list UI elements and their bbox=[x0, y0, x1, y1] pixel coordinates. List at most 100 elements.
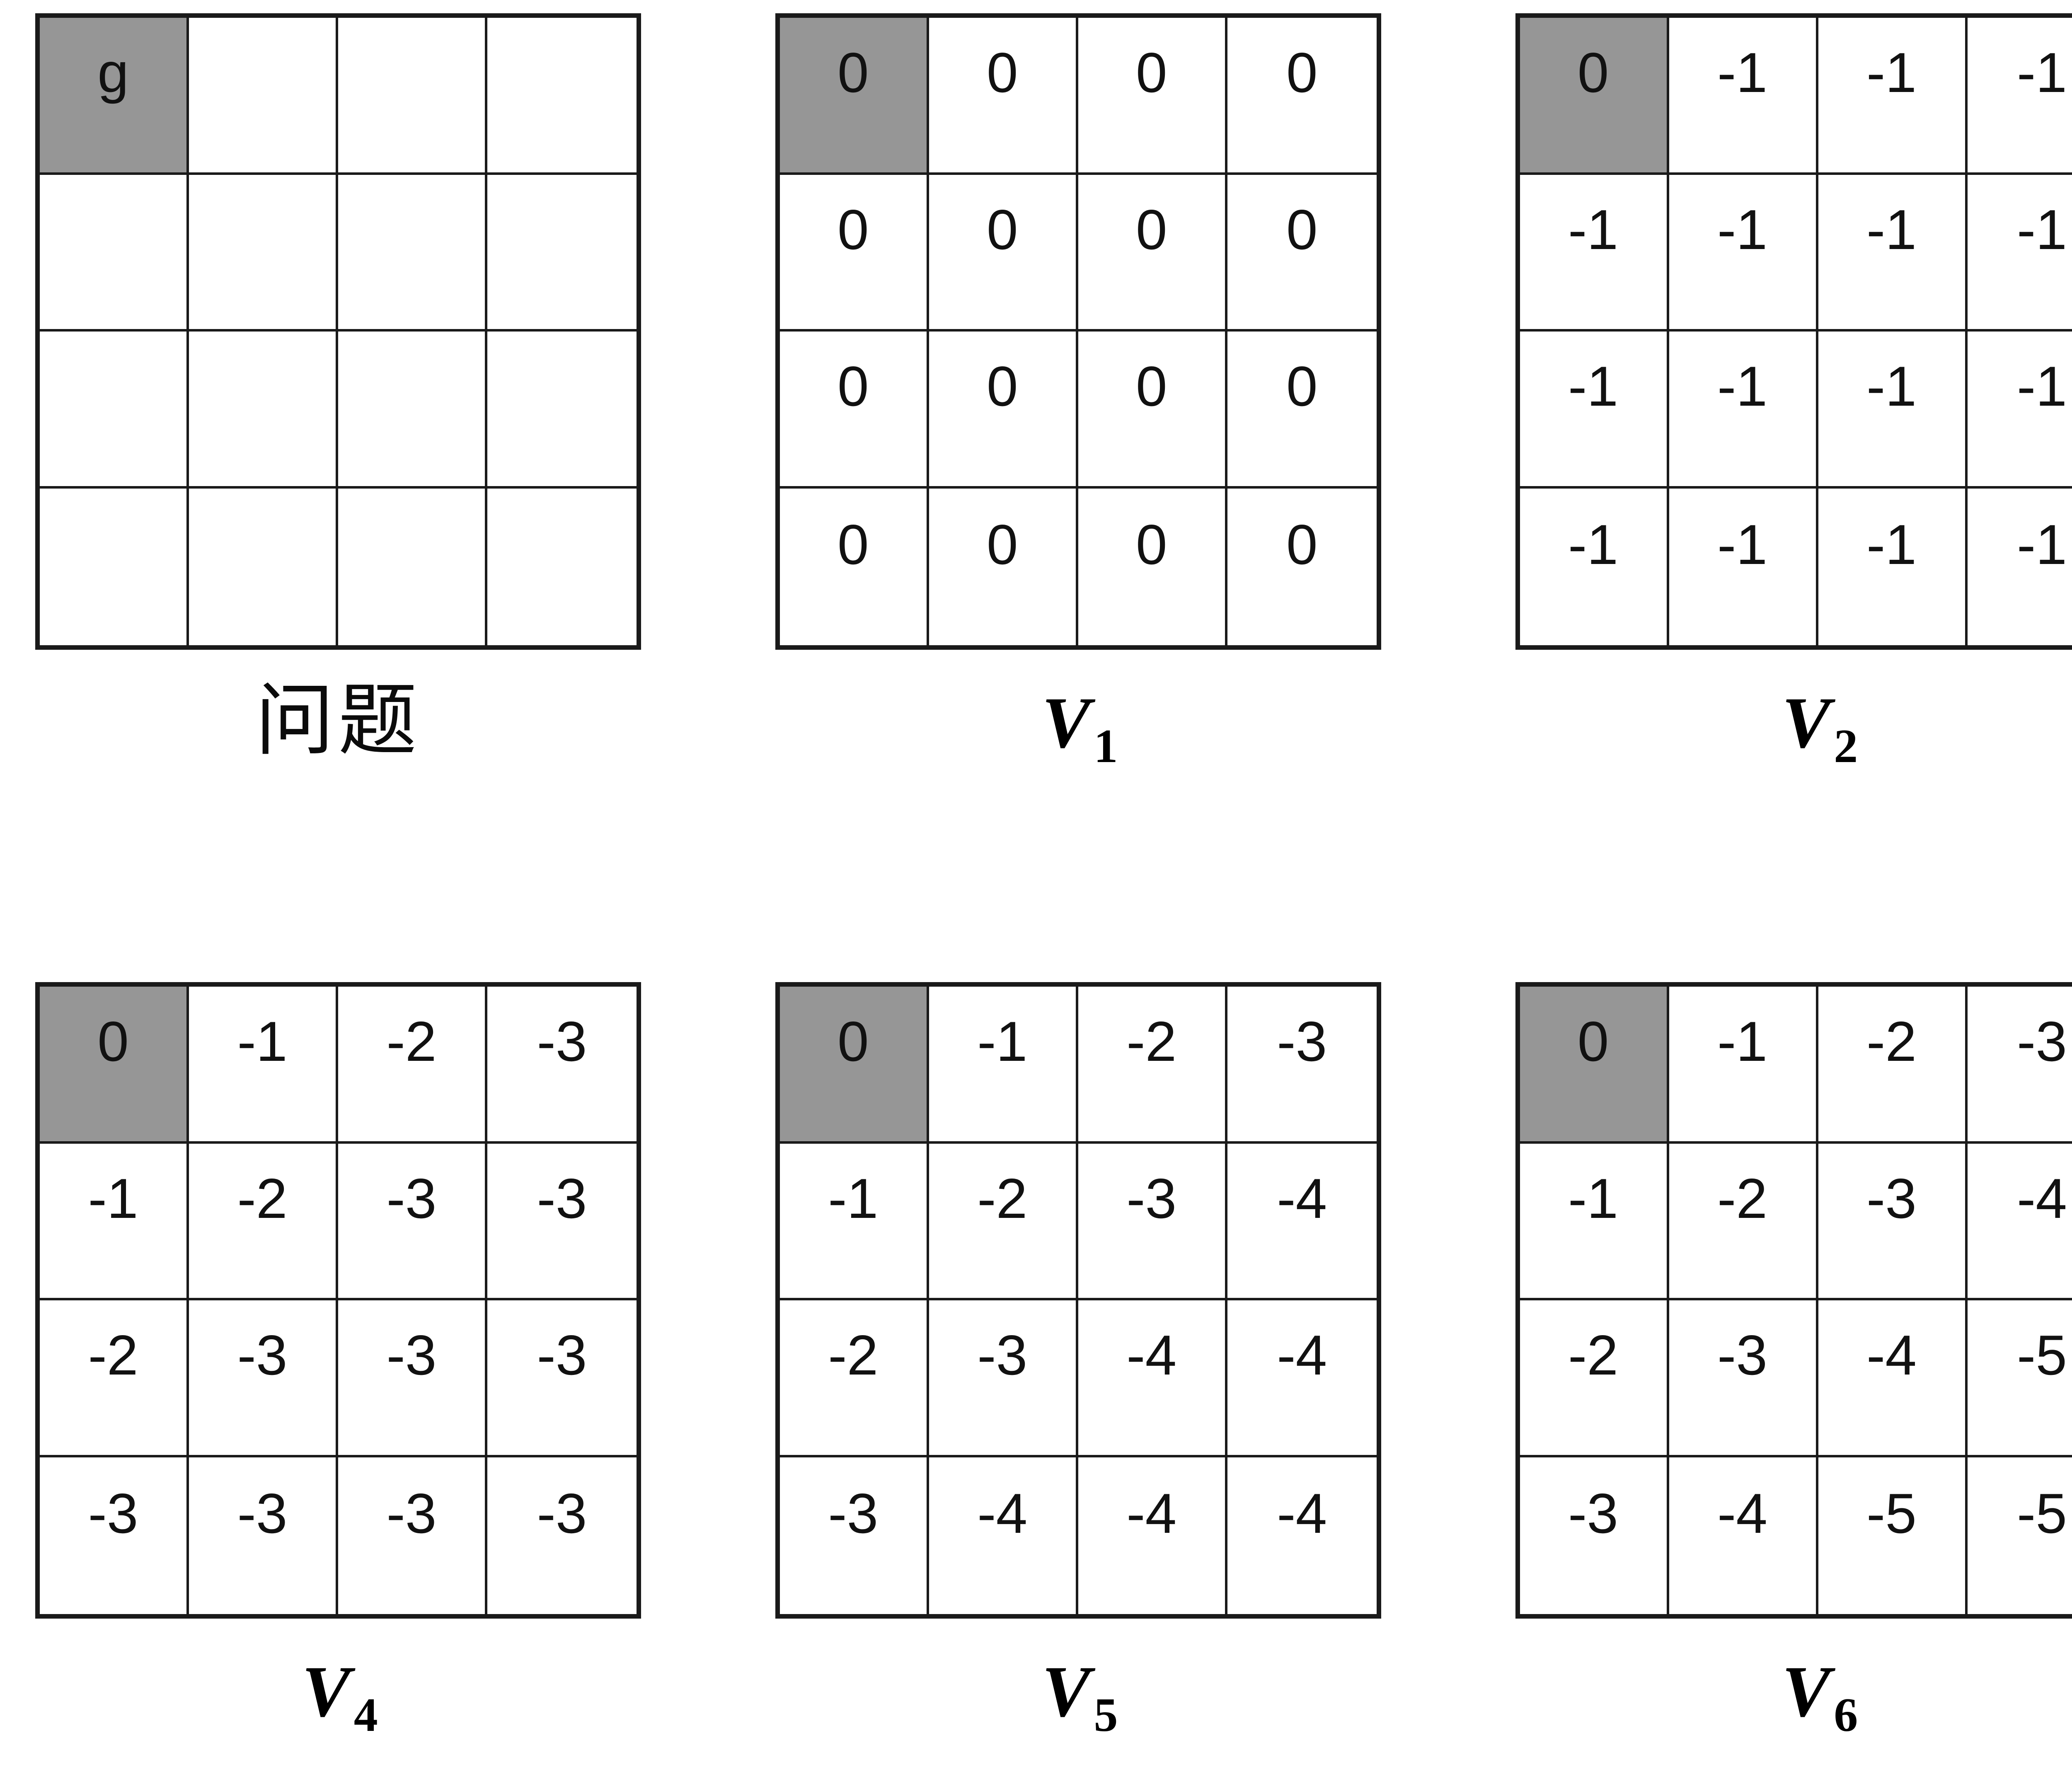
grid-cell: 0 bbox=[1227, 332, 1377, 489]
grid-cell: -5 bbox=[1967, 1300, 2072, 1457]
caption-base: V bbox=[1782, 1651, 1831, 1732]
grid-cell: -1 bbox=[1520, 488, 1669, 645]
grid-cell: -5 bbox=[1818, 1457, 1968, 1614]
grid-cell bbox=[189, 174, 338, 332]
grid-cell: -3 bbox=[1078, 1143, 1227, 1300]
value-grid: g bbox=[35, 13, 641, 650]
caption-symbol: V1 bbox=[1042, 681, 1118, 773]
grid-caption: V4 bbox=[35, 1650, 641, 1758]
grid-cell: -3 bbox=[487, 1143, 637, 1300]
grid-cell: 0 bbox=[779, 488, 929, 645]
grid-cell bbox=[338, 332, 487, 489]
grid-cell: -3 bbox=[338, 1300, 487, 1457]
caption-symbol: V4 bbox=[302, 1650, 378, 1742]
value-grid: 0-1-2-3-1-2-3-4-2-3-4-5-3-4-5-5 bbox=[1515, 982, 2072, 1619]
caption-subscript: 6 bbox=[1834, 1689, 1858, 1742]
grid-cell: 0 bbox=[1078, 174, 1227, 332]
grid-cell: -3 bbox=[487, 1457, 637, 1614]
caption-subscript: 1 bbox=[1094, 720, 1118, 773]
grid-cell: -2 bbox=[40, 1300, 189, 1457]
terminal-cell: g bbox=[40, 18, 189, 175]
grid-cell: -2 bbox=[1818, 987, 1968, 1144]
grid-cell: -2 bbox=[1078, 987, 1227, 1144]
grid-cell bbox=[487, 332, 637, 489]
caption-symbol: V5 bbox=[1042, 1650, 1118, 1742]
grid-cell: -1 bbox=[1669, 987, 1818, 1144]
grid-cell bbox=[338, 174, 487, 332]
grid-cell: -3 bbox=[1967, 987, 2072, 1144]
grid-caption: 问题 bbox=[35, 681, 641, 789]
grid-cell: -1 bbox=[1669, 18, 1818, 175]
terminal-cell: 0 bbox=[1520, 18, 1669, 175]
caption-base: V bbox=[1782, 682, 1831, 763]
grid-cell: 0 bbox=[1227, 18, 1377, 175]
grid-cell: -1 bbox=[1818, 332, 1968, 489]
caption-base: V bbox=[1042, 682, 1091, 763]
grid-cell: 0 bbox=[929, 488, 1078, 645]
grid-cell: -2 bbox=[338, 987, 487, 1144]
grid-cell: -1 bbox=[189, 987, 338, 1144]
grid-cell bbox=[487, 488, 637, 645]
grid-cell: -1 bbox=[1967, 18, 2072, 175]
grid-panel: g 问题 bbox=[0, 13, 764, 789]
terminal-cell: 0 bbox=[1520, 987, 1669, 1144]
terminal-cell: 0 bbox=[779, 987, 929, 1144]
grid-cell: -1 bbox=[1967, 488, 2072, 645]
grid-cell: -2 bbox=[929, 1143, 1078, 1300]
grid-cell: -1 bbox=[929, 987, 1078, 1144]
grid-cell: -4 bbox=[1227, 1300, 1377, 1457]
grid-cell: -5 bbox=[1967, 1457, 2072, 1614]
caption-base: V bbox=[302, 1651, 351, 1732]
terminal-cell: 0 bbox=[779, 18, 929, 175]
grid-cell: -3 bbox=[487, 1300, 637, 1457]
grid-cell bbox=[487, 174, 637, 332]
grid-cell bbox=[189, 18, 338, 175]
caption-subscript: 2 bbox=[1834, 720, 1858, 773]
grid-cell: -3 bbox=[1227, 987, 1377, 1144]
grid-cell bbox=[40, 174, 189, 332]
caption-symbol: V2 bbox=[1782, 681, 1858, 773]
grid-cell: -3 bbox=[1669, 1300, 1818, 1457]
grid-cell: -1 bbox=[1669, 332, 1818, 489]
grid-cell: -1 bbox=[1818, 174, 1968, 332]
grid-cell bbox=[338, 18, 487, 175]
grid-cell bbox=[487, 18, 637, 175]
grid-cell: -2 bbox=[189, 1143, 338, 1300]
grid-cell: -3 bbox=[487, 987, 637, 1144]
grid-caption: V6 bbox=[1515, 1650, 2072, 1758]
grid-cell: -3 bbox=[1520, 1457, 1669, 1614]
grid-cell: -3 bbox=[338, 1457, 487, 1614]
grid-cell: -4 bbox=[1227, 1457, 1377, 1614]
grid-cell: -3 bbox=[779, 1457, 929, 1614]
grid-cell bbox=[189, 488, 338, 645]
value-grid: 0-1-2-3-1-2-3-3-2-3-3-3-3-3-3-3 bbox=[35, 982, 641, 1619]
grid-cell: 0 bbox=[1078, 18, 1227, 175]
grid-cell: -4 bbox=[1227, 1143, 1377, 1300]
terminal-cell: 0 bbox=[40, 987, 189, 1144]
grid-cell: 0 bbox=[1078, 332, 1227, 489]
grid-cell: -1 bbox=[1520, 332, 1669, 489]
value-grid: 0-1-2-3-1-2-3-4-2-3-4-4-3-4-4-4 bbox=[775, 982, 1381, 1619]
grid-cell: 0 bbox=[779, 332, 929, 489]
grid-cell bbox=[189, 332, 338, 489]
caption-subscript: 5 bbox=[1094, 1689, 1118, 1742]
grid-cell: -1 bbox=[1520, 174, 1669, 332]
grid-cell: 0 bbox=[1227, 488, 1377, 645]
grid-cell: -3 bbox=[338, 1143, 487, 1300]
grid-cell: -1 bbox=[1967, 332, 2072, 489]
grid-cell: -3 bbox=[1818, 1143, 1968, 1300]
grid-cell: -4 bbox=[1078, 1457, 1227, 1614]
grid-cell: 0 bbox=[929, 174, 1078, 332]
grid-cell: -1 bbox=[779, 1143, 929, 1300]
grid-cell: -1 bbox=[1818, 18, 1968, 175]
grid-cell: -3 bbox=[929, 1300, 1078, 1457]
grid-cell: -1 bbox=[1818, 488, 1968, 645]
